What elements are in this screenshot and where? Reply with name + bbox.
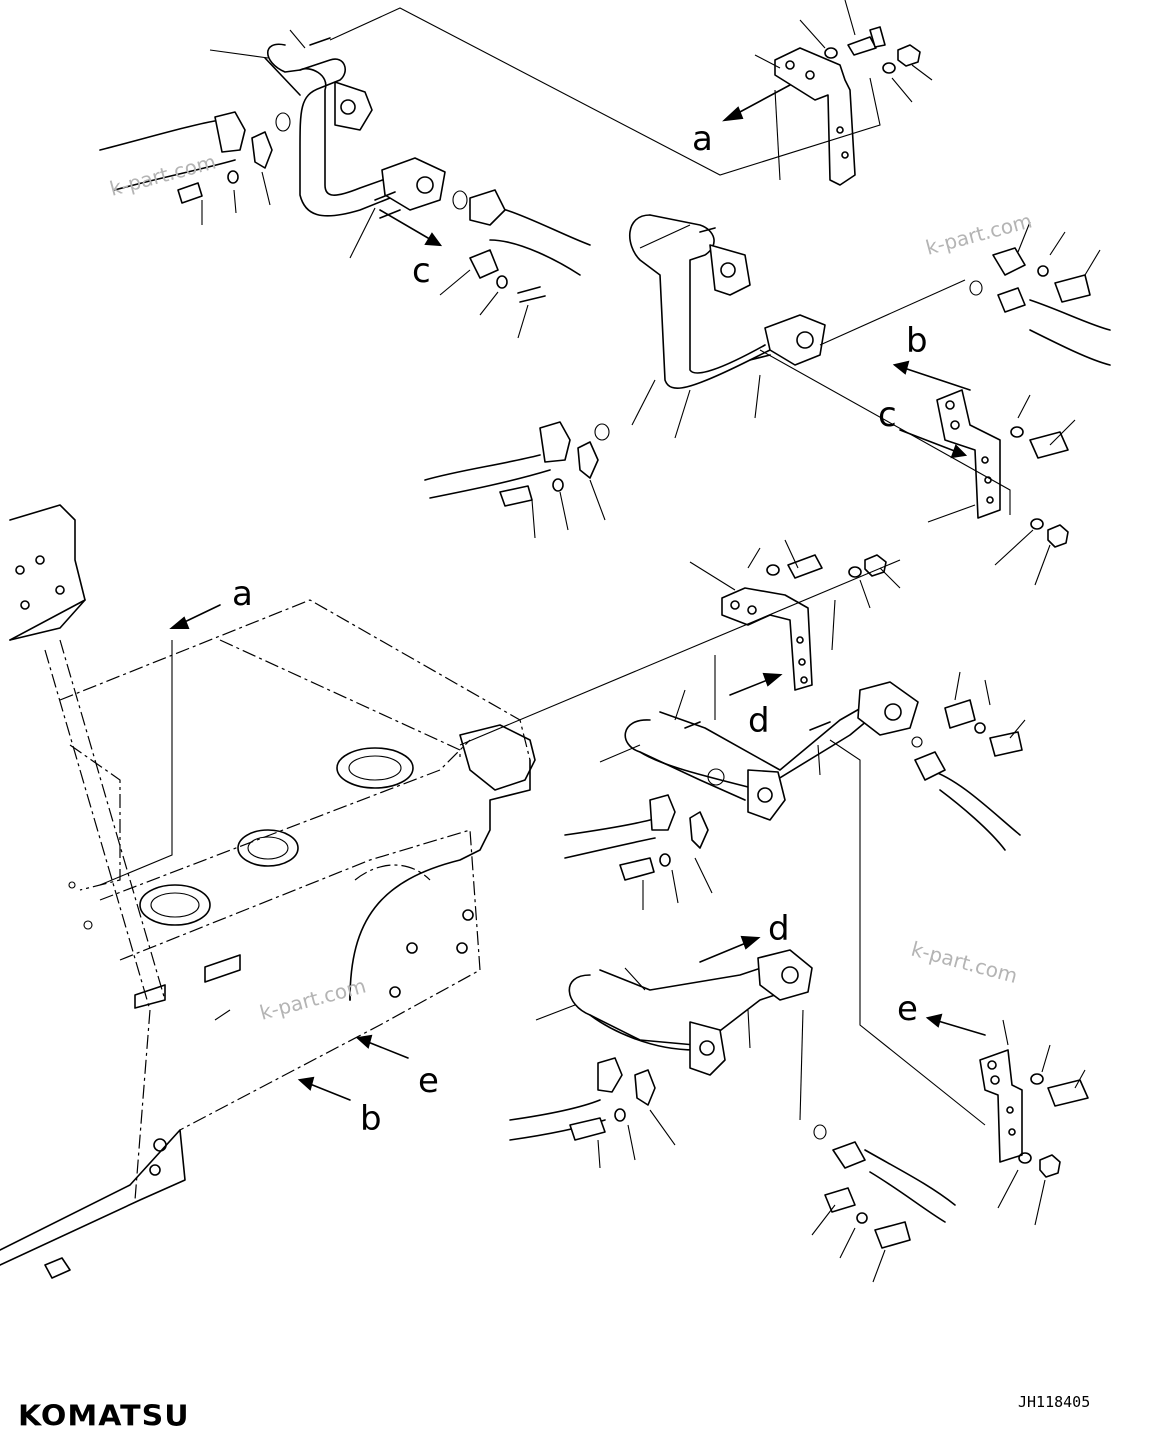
machine-frame <box>0 504 536 1279</box>
bracket-4 <box>979 1049 1089 1178</box>
pipe-assembly-1 <box>99 37 591 303</box>
pipe-assembly-2 <box>424 214 1111 507</box>
pipe-assembly-4 <box>509 949 956 1249</box>
view-ref-a-frame: a <box>232 574 253 614</box>
view-ref-e-right: e <box>897 989 918 1029</box>
view-ref-e-frame: e <box>418 1061 439 1101</box>
view-ref-d-mid: d <box>748 701 770 741</box>
bracket-1 <box>774 26 921 186</box>
pipe-assembly-3 <box>564 681 1023 881</box>
view-ref-a-upper: a <box>692 119 713 159</box>
watermark-4: k-part.com <box>257 973 368 1024</box>
bracket-3 <box>721 554 887 691</box>
view-ref-c-upper: c <box>412 251 431 291</box>
leader-lines <box>99 0 1101 1283</box>
view-ref-b-frame: b <box>360 1099 382 1139</box>
view-ref-c-right: c <box>878 395 897 435</box>
view-ref-b-right: b <box>906 321 928 361</box>
view-reference-labels: a c b c a d d e e b <box>232 119 928 1139</box>
komatsu-logo: KOMATSU <box>18 1399 190 1434</box>
bracket-2 <box>936 389 1069 548</box>
watermark-3: k-part.com <box>909 937 1020 988</box>
view-arrows <box>169 84 986 1101</box>
drawing-code: JH118405 <box>1018 1393 1091 1411</box>
view-ref-d-lower: d <box>768 909 790 949</box>
